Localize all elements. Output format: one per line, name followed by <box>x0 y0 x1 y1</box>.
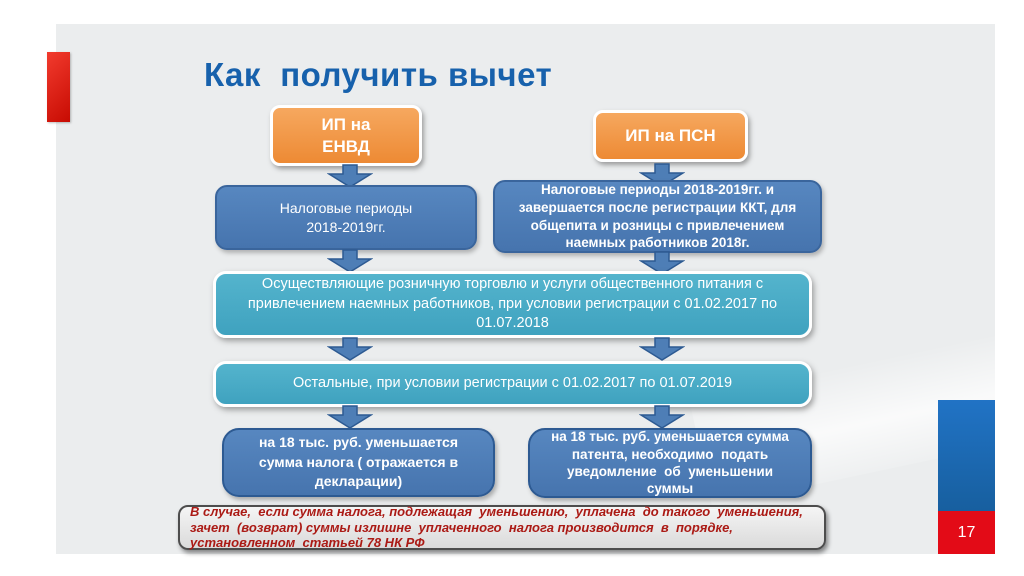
node-ip-envd-label: ИП на ЕНВД <box>321 115 371 156</box>
node-period-envd: Налоговые периоды 2018-2019гг. <box>215 185 477 250</box>
down-arrow-icon <box>327 405 373 429</box>
node-condition-retail-label: Осуществляющие розничную торговлю и услу… <box>247 276 778 332</box>
node-result-envd-label: на 18 тыс. руб. уменьшается сумма налога… <box>258 434 459 490</box>
down-arrow-icon <box>327 337 373 361</box>
node-condition-retail: Осуществляющие розничную торговлю и услу… <box>213 271 812 338</box>
node-period-psn: Налоговые периоды 2018-2019гг. и заверша… <box>493 180 822 253</box>
node-condition-others-label: Остальные, при условии регистрации с 01.… <box>292 375 733 392</box>
node-result-envd: на 18 тыс. руб. уменьшается сумма налога… <box>222 428 495 497</box>
node-ip-psn: ИП на ПСН <box>593 110 748 162</box>
page-number: 17 <box>957 523 976 541</box>
page-number-badge: 17 <box>938 511 995 554</box>
down-arrow-icon <box>639 163 685 187</box>
slide-title: Как получить вычет <box>204 56 553 93</box>
down-arrow-icon <box>639 337 685 361</box>
legal-note-text: В случае, если сумма налога, подлежащая … <box>190 503 803 551</box>
node-ip-envd: ИП на ЕНВД <box>270 105 422 166</box>
node-period-psn-label: Налоговые периоды 2018-2019гг. и заверша… <box>518 181 797 251</box>
node-period-envd-label: Налоговые периоды 2018-2019гг. <box>279 199 413 235</box>
down-arrow-icon <box>327 164 373 188</box>
down-arrow-icon <box>639 405 685 429</box>
down-arrow-icon <box>639 251 685 275</box>
node-result-psn-label: на 18 тыс. руб. уменьшается сумма патент… <box>551 429 789 497</box>
node-ip-psn-label: ИП на ПСН <box>625 126 716 146</box>
sidebar-blue-block <box>938 400 995 511</box>
node-result-psn: на 18 тыс. руб. уменьшается сумма патент… <box>528 428 812 498</box>
node-condition-others: Остальные, при условии регистрации с 01.… <box>213 361 812 407</box>
down-arrow-icon <box>327 249 373 273</box>
legal-note-box: В случае, если сумма налога, подлежащая … <box>178 503 826 551</box>
red-accent-bar <box>47 52 70 122</box>
